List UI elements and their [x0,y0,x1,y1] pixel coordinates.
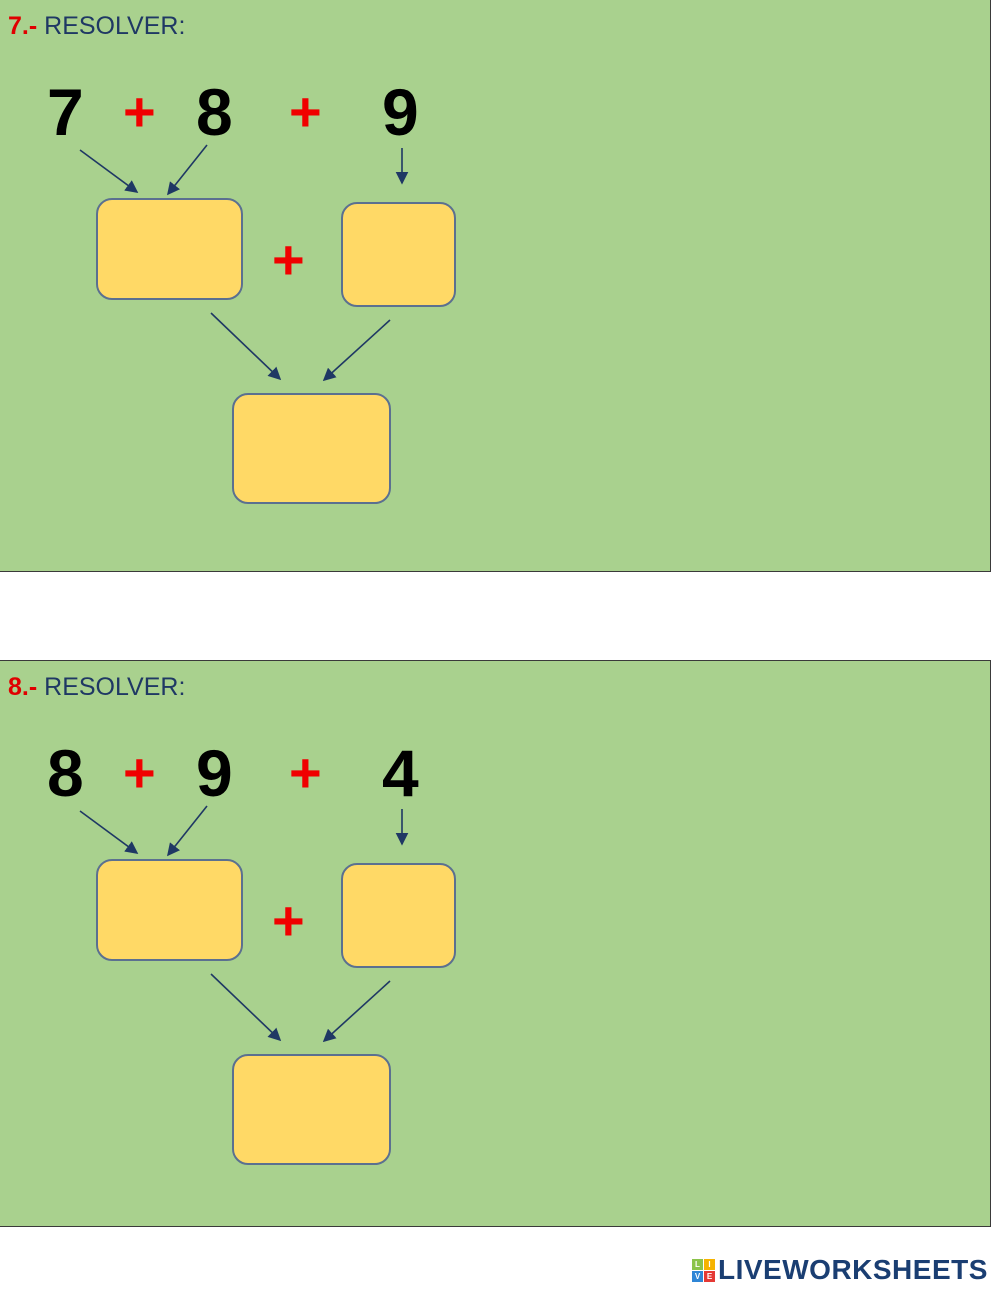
answer-box-addend-3[interactable] [341,202,456,307]
addend-3: 9 [382,75,419,149]
exercise-label: RESOLVER: [44,673,186,701]
exercise-number: 7.- [8,12,38,40]
liveworksheets-logo: L I V E LIVEWORKSHEETS [692,1254,988,1286]
logo-tiles-icon: L I V E [692,1258,715,1282]
answer-box-total[interactable] [232,393,391,504]
answer-box-addend-3[interactable] [341,863,456,968]
addend-3: 4 [382,736,419,810]
addend-2: 9 [196,736,233,810]
plus-sign: + [123,80,156,143]
logo-tile: I [704,1258,715,1270]
logo-text: LIVEWORKSHEETS [718,1254,988,1285]
logo-tile: L [692,1258,703,1270]
exercise-title: 7.- RESOLVER: [8,12,185,41]
arrows [79,805,409,1043]
plus-sign: + [272,889,305,952]
arrows [79,144,409,382]
plus-sign: + [272,228,305,291]
exercise-label: RESOLVER: [44,12,186,40]
plus-sign: + [289,80,322,143]
addend-2: 8 [196,75,233,149]
answer-box-sum-1[interactable] [96,198,243,300]
plus-sign: + [123,741,156,804]
logo-tile: E [704,1270,715,1282]
exercise-7-panel: 7.- RESOLVER: 7 + 8 + 9 + [0,0,991,572]
addend-1: 7 [47,75,84,149]
logo-tile: V [692,1270,703,1282]
answer-box-total[interactable] [232,1054,391,1165]
addend-1: 8 [47,736,84,810]
answer-box-sum-1[interactable] [96,859,243,961]
exercise-number: 8.- [8,673,38,701]
exercise-8-panel: 8.- RESOLVER: 8 + 9 + 4 + [0,660,991,1227]
plus-sign: + [289,741,322,804]
exercise-title: 8.- RESOLVER: [8,673,185,702]
